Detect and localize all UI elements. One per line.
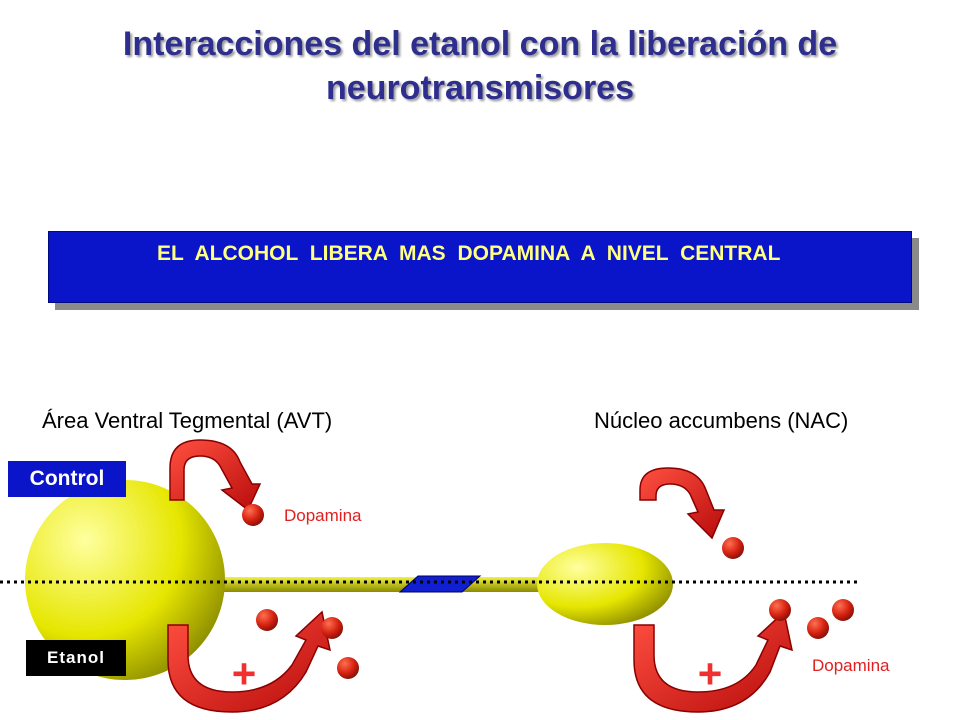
dopamine-molecule-icon xyxy=(807,617,829,639)
title-line-1: Interacciones del etanol con la liberaci… xyxy=(122,25,838,63)
curved-arrow-icon xyxy=(639,467,726,540)
axon xyxy=(210,577,555,592)
curved-arrow-icon xyxy=(633,610,794,713)
nac-terminal xyxy=(537,543,673,625)
dopamina-label-bottom: Dopamina xyxy=(812,656,890,675)
title-line-2: neurotransmisores xyxy=(326,69,634,107)
control-tag: Control xyxy=(8,461,126,497)
dopamine-molecule-icon xyxy=(256,609,278,631)
dopamina-label-top: Dopamina xyxy=(284,506,362,525)
myelin-segment xyxy=(398,575,482,593)
curved-arrow-icon xyxy=(169,439,262,512)
etanol-tag: Etanol xyxy=(26,640,126,676)
dopamine-molecule-icon xyxy=(337,657,359,679)
dopamine-molecule-icon xyxy=(722,537,744,559)
dopamine-molecule-icon xyxy=(321,617,343,639)
curved-arrow-icon xyxy=(167,610,332,713)
dopamine-molecule-icon xyxy=(242,504,264,526)
dopamine-molecule-icon xyxy=(769,599,791,621)
page-title: Interacciones del etanol con la liberaci… xyxy=(0,22,960,110)
banner-text: EL ALCOHOL LIBERA MAS DOPAMINA A NIVEL C… xyxy=(157,242,781,265)
plus-icon: + xyxy=(698,650,723,697)
avt-label: Área Ventral Tegmental (AVT) xyxy=(42,408,333,433)
summary-banner: EL ALCOHOL LIBERA MAS DOPAMINA A NIVEL C… xyxy=(48,231,912,303)
plus-icon: + xyxy=(232,650,257,697)
nac-label: Núcleo accumbens (NAC) xyxy=(594,408,849,433)
dopamine-molecule-icon xyxy=(832,599,854,621)
